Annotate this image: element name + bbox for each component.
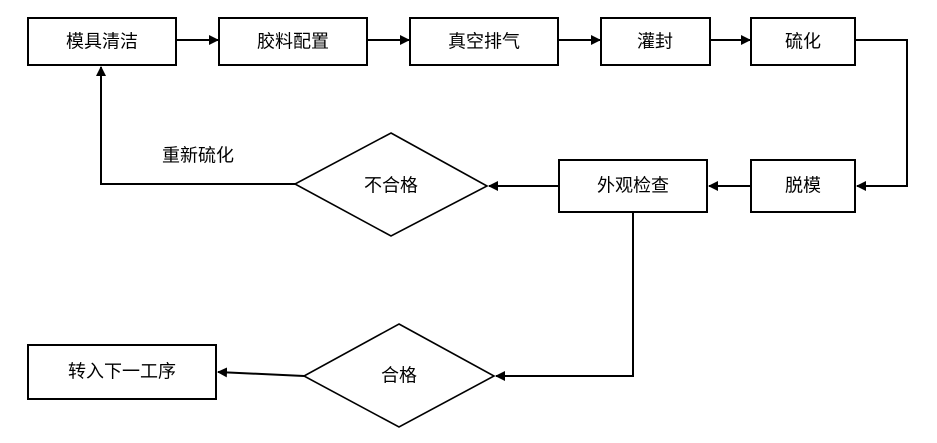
node-glue-mixing: 胶料配置 [218, 17, 368, 66]
arrow-fail-to-cleaning [96, 66, 295, 185]
node-visual-inspection: 外观检查 [558, 159, 708, 213]
node-mold-cleaning-label: 模具清洁 [66, 32, 138, 53]
arrow-pass-to-next [217, 367, 305, 378]
node-demolding-label: 脱模 [785, 176, 821, 197]
node-vacuum-degassing-label: 真空排气 [448, 32, 520, 53]
decision-fail: 不合格 [293, 132, 489, 237]
arrow-inspection-to-pass [495, 212, 634, 381]
node-next-process: 转入下一工序 [27, 344, 217, 400]
node-curing: 硫化 [750, 17, 856, 66]
edge-label-re-cure: 重新硫化 [162, 146, 234, 167]
node-demolding: 脱模 [750, 159, 856, 213]
node-potting: 灌封 [600, 17, 711, 66]
node-visual-inspection-label: 外观检查 [597, 176, 669, 197]
node-vacuum-degassing: 真空排气 [409, 17, 559, 66]
node-mold-cleaning: 模具清洁 [27, 17, 177, 66]
decision-pass-label: 合格 [381, 366, 417, 387]
decision-fail-label: 不合格 [364, 176, 418, 197]
node-next-process-label: 转入下一工序 [68, 362, 176, 383]
node-glue-mixing-label: 胶料配置 [257, 32, 329, 53]
decision-pass: 合格 [302, 323, 496, 428]
arrow-curing-to-demolding [855, 39, 908, 191]
node-potting-label: 灌封 [637, 32, 673, 53]
node-curing-label: 硫化 [785, 32, 821, 53]
